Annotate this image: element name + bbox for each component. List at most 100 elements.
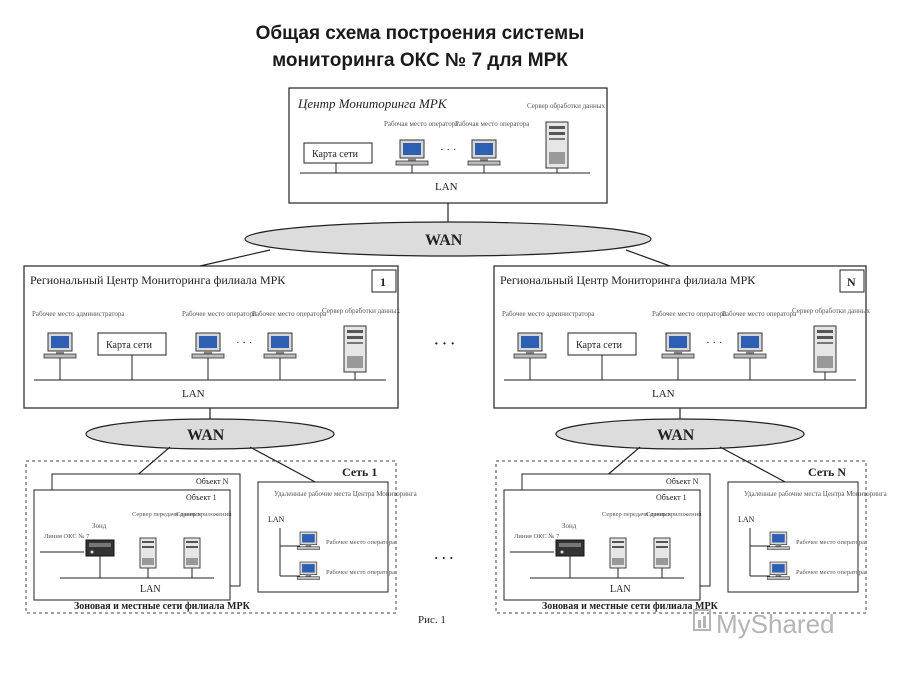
zone-left-dashed-box — [25, 460, 397, 614]
watermark-text: MyShared — [716, 609, 835, 639]
wan-right-ellipse — [555, 418, 805, 450]
regional-right-ws1-icon — [661, 332, 695, 359]
wan-top-ellipse — [244, 221, 652, 257]
regional-left-server-icon — [343, 325, 367, 373]
zone-right-remote-ws1-label: Рабочее место оператора — [796, 539, 865, 546]
zone-left-net-label: Сеть 1 — [342, 465, 377, 479]
zone-right-remote-ws2-label: Рабочее место оператора — [796, 569, 865, 576]
regional-left-ws2-label: Рабочее место оператора — [252, 310, 327, 318]
zone-left-lan-label: LAN — [140, 584, 161, 595]
zone-network-left: Сеть 1 Объект N Объект 1 Линия ОКС № 7 З… — [25, 460, 418, 614]
zone-left-remote-ws2-icon — [296, 561, 320, 580]
zone-left-probe-icon — [85, 539, 115, 557]
zone-left-remote-title: Удаленные рабочие места Центра Мониторин… — [274, 490, 418, 498]
center-ws1-icon — [395, 139, 429, 166]
zone-right-object-1-box — [503, 489, 701, 601]
regional-right-index-box — [839, 269, 865, 293]
zone-right-remote-ws1-icon — [766, 531, 790, 550]
regional-right-map-label: Карта сети — [576, 340, 623, 351]
zone-right-object-n-label: Объект N — [666, 477, 699, 486]
regional-left-dots: · · · — [236, 337, 253, 349]
wan-top-label: WAN — [425, 232, 463, 249]
regional-right-ws2-icon — [733, 332, 767, 359]
regional-center-left: Региональный Центр Мониторинга филиала М… — [23, 265, 400, 409]
regional-left-ws2-icon — [263, 332, 297, 359]
zone-right-dashed-box — [495, 460, 867, 614]
zone-left-remote-ws1-icon — [296, 531, 320, 550]
center-ws2-icon — [467, 139, 501, 166]
regional-right-server-label: Сервер обработки данных — [792, 307, 870, 315]
zone-right-line-label: Линия ОКС № 7 — [514, 533, 560, 540]
diagram-title: Общая схема построения системы мониторин… — [160, 20, 680, 74]
center-map-label: Карта сети — [312, 149, 359, 160]
wan-left-ellipse — [85, 418, 335, 450]
regional-separator-dots: · · · — [434, 337, 455, 352]
zone-left-server-collect-icon — [139, 537, 157, 569]
regional-right-admin-icon — [513, 332, 547, 359]
center-ws2-label: Рабочая место оператора — [455, 120, 530, 128]
zone-left-remote-ws2-label: Рабочее место оператора — [326, 569, 395, 576]
wan-left-label: WAN — [187, 427, 225, 444]
zone-left-object-1-box — [33, 489, 231, 601]
zone-left-caption: Зоновая и местные сети филиала МРК — [74, 601, 251, 612]
zone-left-line-label: Линия ОКС № 7 — [44, 533, 90, 540]
regional-left-ws1-icon — [191, 332, 225, 359]
zone-right-remote-lan-label: LAN — [738, 515, 755, 524]
monitoring-center: Центр Мониторинга МРК Рабочая место опер… — [288, 87, 608, 204]
zone-right-remote-title: Удаленные рабочие места Центра Мониторин… — [744, 490, 888, 498]
regional-right-ws2-label: Рабочее место оператора — [722, 310, 797, 318]
center-server-label: Сервер обработки данных — [527, 102, 605, 110]
regional-right-index: N — [847, 275, 856, 289]
regional-right-server-icon — [813, 325, 837, 373]
zone-right-lan-label: LAN — [610, 584, 631, 595]
center-server-icon — [545, 121, 569, 169]
zone-right-net-label: Сеть N — [808, 465, 846, 479]
zone-right-caption: Зоновая и местные сети филиала МРК — [542, 601, 719, 612]
regional-right-lan-label: LAN — [652, 388, 675, 400]
zone-right-server-collect-icon — [609, 537, 627, 569]
regional-left-admin-icon — [43, 332, 77, 359]
title-line-2: мониторинга ОКС № 7 для МРК — [272, 50, 568, 71]
zone-right-object-1-label: Объект 1 — [656, 493, 687, 502]
zone-right-remote-ws2-icon — [766, 561, 790, 580]
zone-left-server-app-icon — [183, 537, 201, 569]
regional-left-server-label: Сервер обработки данных — [322, 307, 400, 315]
watermark: MyShared — [693, 609, 835, 639]
zone-left-object-1-label: Объект 1 — [186, 493, 217, 502]
center-map-box — [303, 142, 373, 164]
regional-left-ws1-label: Рабочее место оператора — [182, 310, 257, 318]
regional-right-ws1-label: Рабочее место оператора — [652, 310, 727, 318]
zone-left-probe-label: Зонд — [92, 522, 107, 530]
regional-left-index: 1 — [380, 275, 386, 289]
zone-right-probe-icon — [555, 539, 585, 557]
regional-left-map-label: Карта сети — [106, 340, 153, 351]
zone-left-server-app-label: Сервер приложений — [176, 511, 232, 518]
zone-left-server-collect-label: Сервер передачи данных — [132, 511, 202, 518]
regional-right-title: Региональный Центр Мониторинга филиала М… — [500, 273, 756, 287]
regional-left-admin-label: Рабочее место администратора — [32, 310, 125, 318]
zone-network-right: Сеть N Объект N Объект 1 Линия ОКС № 7 З… — [495, 460, 888, 614]
regional-left-index-box — [371, 269, 397, 293]
zone-separator-dots: · · · — [434, 550, 454, 565]
zone-right-server-app-icon — [653, 537, 671, 569]
zone-left-remote-lan-label: LAN — [268, 515, 285, 524]
wan-right-label: WAN — [657, 427, 695, 444]
regional-center-right: Региональный Центр Мониторинга филиала М… — [493, 265, 870, 409]
center-lan-label: LAN — [435, 181, 458, 193]
regional-right-dots: · · · — [706, 337, 723, 349]
zone-right-server-collect-label: Сервер передачи данных — [602, 511, 672, 518]
center-title: Центр Мониторинга МРК — [297, 96, 448, 111]
center-dots: · · · — [440, 144, 457, 156]
zone-left-object-n-label: Объект N — [196, 477, 229, 486]
zone-left-remote-ws1-label: Рабочее место оператора — [326, 539, 395, 546]
zone-right-probe-label: Зонд — [562, 522, 577, 530]
regional-right-admin-label: Рабочее место администратора — [502, 310, 595, 318]
watermark-logo-icon — [693, 609, 711, 631]
regional-left-title: Региональный Центр Мониторинга филиала М… — [30, 273, 286, 287]
zone-right-server-app-label: Сервер приложений — [646, 511, 702, 518]
center-ws1-label: Рабочая место оператора — [384, 120, 459, 128]
figure-caption: Рис. 1 — [418, 614, 446, 626]
title-line-1: Общая схема построения системы — [255, 23, 585, 44]
regional-left-lan-label: LAN — [182, 388, 205, 400]
